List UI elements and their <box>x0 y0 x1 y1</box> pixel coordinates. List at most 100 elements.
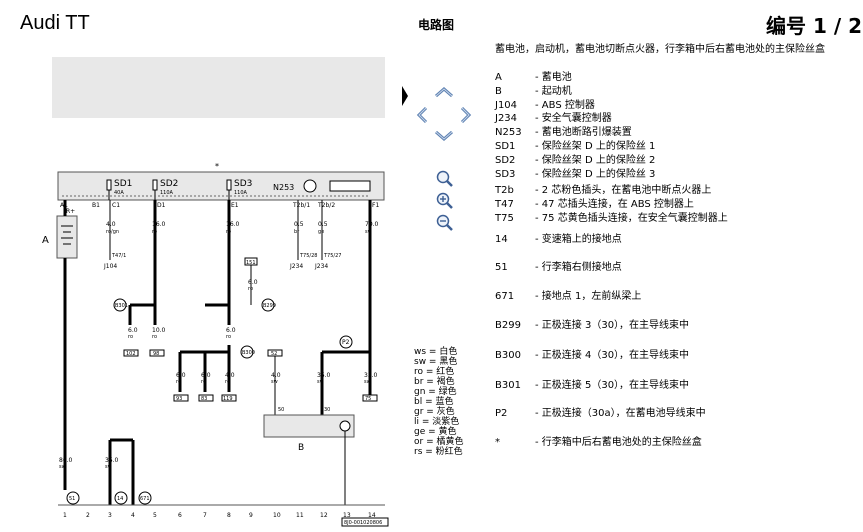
legend-description: - 起动机 <box>535 86 572 97</box>
legend-item: T47- 47 芯插头连接，在 ABS 控制器上 <box>495 199 694 210</box>
box-label: 52 <box>271 351 277 357</box>
box-label: 93 <box>176 396 182 402</box>
legend-description: - 75 芯黄色插头连接，在安全气囊控制器上 <box>535 213 728 224</box>
wire-label: 35.0 <box>364 372 378 379</box>
wire-color-item: or = 橘黄色 <box>414 437 464 447</box>
column-number: 6 <box>178 512 182 519</box>
legend-code: SD3 <box>495 169 516 180</box>
box-label: 75 <box>365 396 371 402</box>
legend-item: B301 - 正极连接 5（30），在主导线束中 <box>495 380 689 391</box>
legend-code: A <box>495 72 502 83</box>
legend-code: T2b <box>495 185 514 196</box>
circuit-diagram: * SD1 40A SD2 110A SD3 110A N253 A1 R+ B… <box>42 162 389 527</box>
ground-label: 51 <box>69 496 75 502</box>
wire-color-item: gr = 灰色 <box>414 407 455 417</box>
zoom-out-icon[interactable] <box>436 214 453 231</box>
wire-label: 6.0 <box>128 327 138 334</box>
pan-down-icon[interactable] <box>435 130 453 141</box>
pan-left-icon[interactable] <box>416 106 428 124</box>
legend-description: - 保险丝架 D 上的保险丝 1 <box>535 141 656 152</box>
pan-up-icon[interactable] <box>435 87 453 98</box>
zoom-in-icon[interactable] <box>436 192 453 209</box>
wire-color-item: gn = 绿色 <box>414 387 457 397</box>
navigation-controls <box>402 86 472 231</box>
b300-label: B300 <box>242 350 255 356</box>
column-number: 5 <box>153 512 157 519</box>
wire-label: 80.0 <box>59 457 73 464</box>
legend-item: SD1- 保险丝架 D 上的保险丝 1 <box>495 141 655 152</box>
drawing-code: 8J0-001020806 <box>344 520 382 526</box>
legend-item: 14 - 变速箱上的接地点 <box>495 234 622 245</box>
wire-color: ge <box>318 229 324 235</box>
legend-code: B <box>495 86 502 97</box>
legend-description: - 保险丝架 D 上的保险丝 3 <box>535 169 656 180</box>
pin-plus: R+ <box>66 208 75 215</box>
collapse-arrow-icon[interactable] <box>402 86 408 106</box>
starter-label: B <box>298 443 304 453</box>
pin-t2b1: T2b/1 <box>292 202 310 209</box>
legend-description: - ABS 控制器 <box>535 100 595 111</box>
terminal-50: 50 <box>278 407 284 413</box>
pin-d1: D1 <box>157 202 166 209</box>
wire-label: 16.0 <box>226 221 240 228</box>
box-label: 83 <box>201 396 207 402</box>
legend-code: J104 <box>495 100 518 111</box>
wire-color: ro <box>226 229 231 235</box>
legend-code: J234 <box>495 113 518 124</box>
ground-14-icon <box>114 491 128 505</box>
legend-description: - 正极连接 5（30），在主导线束中 <box>535 380 690 391</box>
legend-item: J234- 安全气囊控制器 <box>495 113 612 124</box>
legend-code: SD2 <box>495 155 516 166</box>
column-number: 7 <box>203 512 207 519</box>
wire-label: 16.0 <box>152 221 166 228</box>
zoom-search-icon[interactable] <box>436 170 453 187</box>
wire-color-item: sw = 黑色 <box>414 357 458 367</box>
wire-color: sw <box>59 464 66 470</box>
legend-item: N253- 蓄电池断路引爆装置 <box>495 127 632 138</box>
column-number: 4 <box>131 512 135 519</box>
fuse-sd2-rating: 110A <box>160 190 174 196</box>
n253-label: N253 <box>273 183 294 192</box>
wire-color-item: ws = 白色 <box>414 347 458 357</box>
j234-label-b: J234 <box>314 263 328 270</box>
document-title: 电路图 <box>418 18 455 32</box>
pan-right-icon[interactable] <box>460 106 472 124</box>
legend-code: * <box>495 437 500 448</box>
column-number: 9 <box>249 512 253 519</box>
legend-code: 14 <box>495 234 508 245</box>
column-number: 12 <box>320 512 328 519</box>
legend-description: - 行李箱中后右蓄电池处的主保险丝盒 <box>535 437 702 448</box>
legend-description: - 接地点 1，左前纵梁上 <box>535 291 642 302</box>
pin-t75-27: T75/27 <box>323 253 341 259</box>
wire-color-item: rs = 粉红色 <box>414 447 463 457</box>
legend-description: - 蓄电池 <box>535 72 572 83</box>
wire-label: 70.0 <box>365 221 379 228</box>
legend-description: - 正极连接 3（30），在主导线束中 <box>535 320 690 331</box>
wire-color: sw <box>364 379 371 385</box>
wire-label: 10.0 <box>152 327 166 334</box>
legend-description: - 2 芯粉色插头，在蓄电池中断点火器上 <box>535 185 712 196</box>
ground-label: 14 <box>117 496 123 502</box>
box-label: 102 <box>126 351 136 357</box>
fuse-sd1-label: SD1 <box>114 179 132 189</box>
legend-description: - 变速箱上的接地点 <box>535 234 622 245</box>
wire-color-item: ro = 红色 <box>414 367 455 377</box>
wire-color: br <box>294 229 300 235</box>
j104-label: J104 <box>103 263 117 270</box>
wire-color: sw <box>365 229 372 235</box>
legend-description: - 蓄电池断路引爆装置 <box>535 127 632 138</box>
box-label: 98 <box>153 351 159 357</box>
wire-color: ro <box>152 229 157 235</box>
legend-code: B301 <box>495 380 521 391</box>
pin-c1: C1 <box>112 202 120 209</box>
fuse-sd3-rating: 110A <box>234 190 248 196</box>
legend-item: 671- 接地点 1，左前纵梁上 <box>495 291 641 302</box>
legend-item: T2b - 2 芯粉色插头，在蓄电池中断点火器上 <box>495 185 711 196</box>
pin-e1: E1 <box>231 202 239 209</box>
box-label: 151 <box>246 260 256 266</box>
n253-detonator-icon <box>303 179 317 193</box>
pin-b1: B1 <box>92 202 100 209</box>
brand-title: Audi TT <box>20 12 90 34</box>
